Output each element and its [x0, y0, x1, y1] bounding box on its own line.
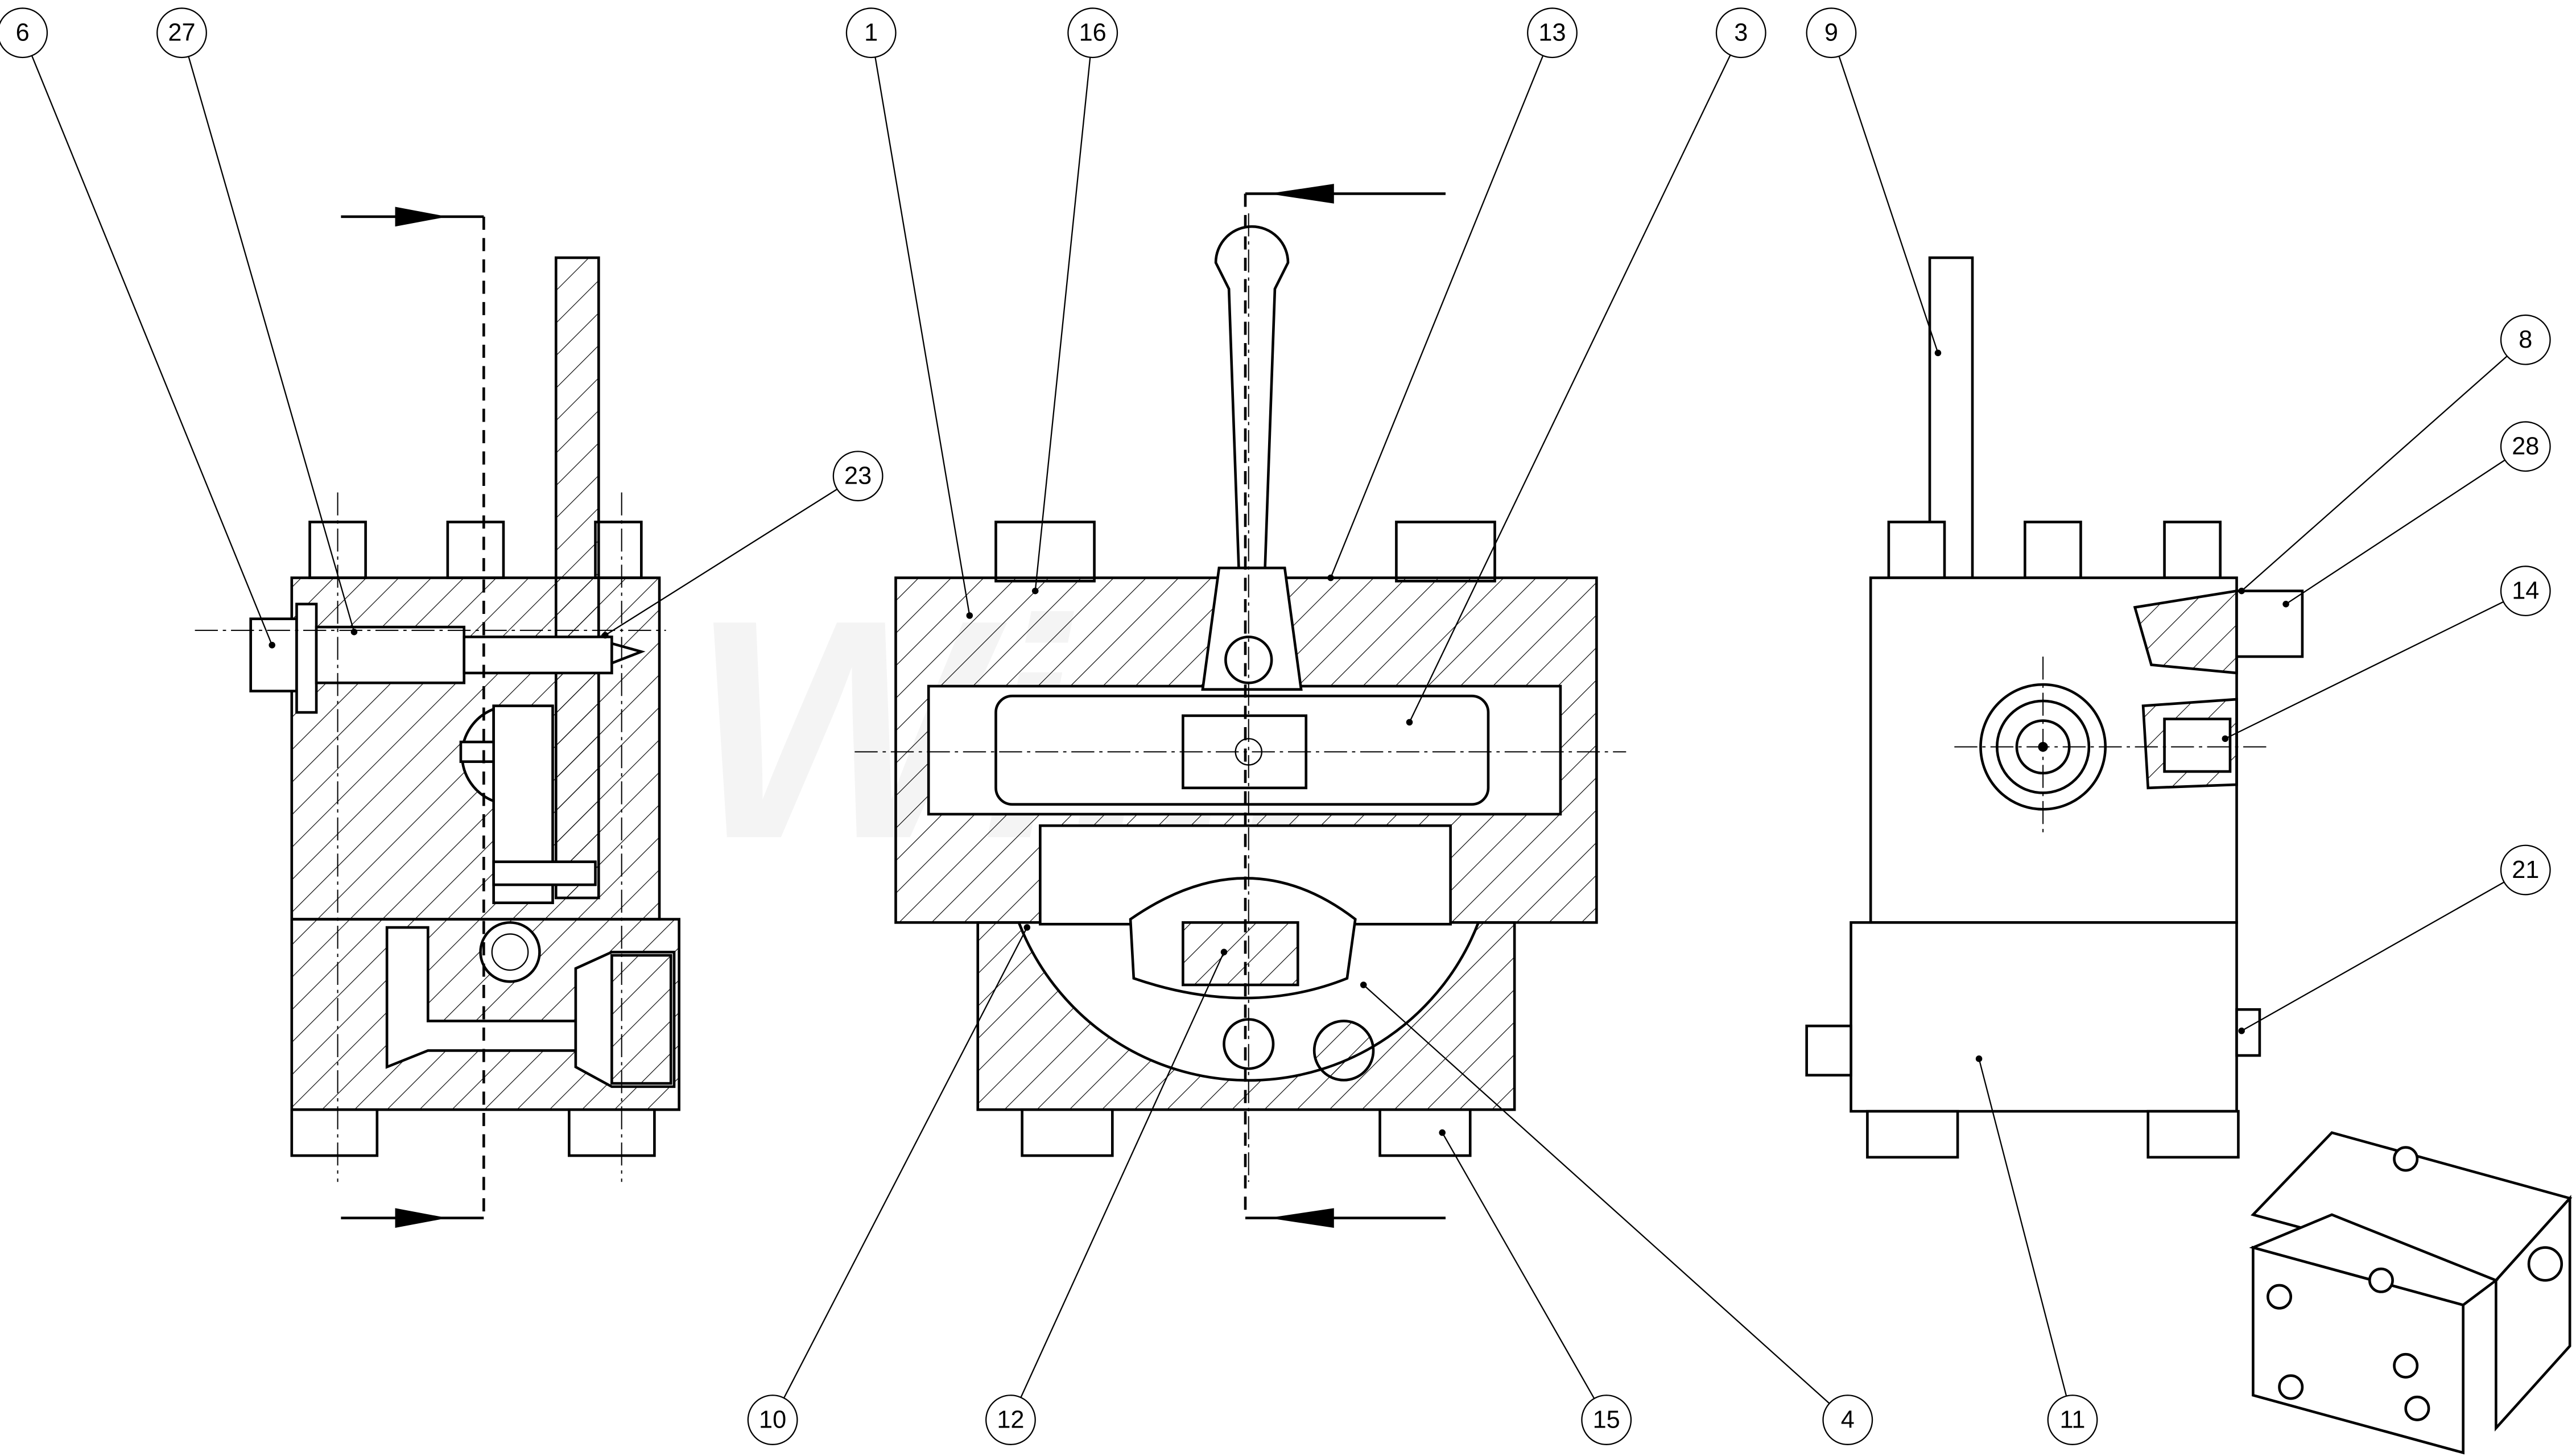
balloon-label: 28 — [2512, 433, 2539, 460]
balloon-label: 6 — [16, 19, 30, 47]
leader-line — [1838, 56, 1939, 353]
leader-line — [1330, 55, 1544, 578]
leader-dot — [2238, 1028, 2245, 1034]
balloon-6: 6 — [0, 7, 275, 649]
balloon-label: 16 — [1079, 19, 1107, 47]
balloon-label: 8 — [2519, 326, 2532, 353]
balloon-label: 15 — [1593, 1406, 1620, 1434]
balloon-circle — [0, 7, 48, 59]
leader-line — [2224, 601, 2504, 740]
leader-dot — [2238, 587, 2245, 595]
balloon-label: 21 — [2512, 856, 2539, 884]
balloon-12: 12 — [985, 948, 1228, 1445]
balloon-circle — [156, 7, 207, 59]
leader-line — [2285, 459, 2505, 605]
balloon-3: 3 — [1406, 7, 1766, 726]
balloon-label: 4 — [1841, 1406, 1855, 1434]
leader-dot — [1360, 981, 1367, 988]
balloon-label: 11 — [2060, 1406, 2086, 1434]
middle-section-view — [854, 184, 1626, 1228]
balloon-4: 4 — [1360, 981, 1873, 1445]
balloon-label: 9 — [1824, 19, 1838, 47]
balloon-27: 27 — [156, 7, 358, 636]
balloon-circle — [1822, 1395, 1873, 1445]
balloon-1: 1 — [845, 7, 973, 619]
balloon-label: 1 — [864, 19, 878, 47]
leader-dot — [1934, 349, 1942, 357]
balloon-21: 21 — [2238, 844, 2551, 1034]
leader-dot — [350, 628, 358, 636]
leader-dot — [2222, 735, 2229, 743]
balloon-circle — [1527, 7, 1578, 59]
balloon-circle — [2500, 844, 2551, 896]
left-section-view — [195, 207, 680, 1228]
leader-dot — [1406, 719, 1413, 726]
balloon-circle — [2500, 314, 2551, 365]
leader-dot — [602, 632, 609, 639]
balloon-circle — [2500, 421, 2551, 472]
leader-line — [1020, 951, 1225, 1398]
balloon-label: 27 — [168, 19, 195, 47]
balloon-label: 12 — [997, 1406, 1024, 1434]
right-side-view — [1805, 256, 2304, 1159]
balloon-23: 23 — [602, 451, 884, 639]
leader-dot — [966, 612, 973, 619]
balloon-circle — [1581, 1395, 1632, 1445]
leader-dot — [1023, 924, 1031, 931]
balloon-16: 16 — [1031, 7, 1118, 595]
balloon-label: 14 — [2512, 578, 2539, 605]
leader-line — [605, 488, 838, 636]
balloon-circle — [1715, 7, 1766, 59]
isometric-view — [2249, 1131, 2573, 1455]
balloon-28: 28 — [2282, 421, 2551, 608]
balloon-9: 9 — [1806, 7, 1942, 357]
balloon-13: 13 — [1327, 7, 1578, 581]
balloon-circle — [1067, 7, 1118, 59]
balloon-circle — [747, 1395, 798, 1445]
balloon-label: 13 — [1538, 19, 1566, 47]
balloon-10: 10 — [747, 924, 1031, 1445]
leader-line — [1442, 1132, 1595, 1399]
leader-dot — [2282, 600, 2289, 608]
leader-line — [1363, 984, 1830, 1404]
balloon-circle — [2047, 1395, 2098, 1445]
leader-line — [1409, 55, 1731, 723]
balloon-circle — [845, 7, 897, 59]
balloon-label: 3 — [1734, 19, 1748, 47]
balloon-14: 14 — [2222, 566, 2551, 743]
leader-dot — [1220, 948, 1228, 956]
balloon-circle — [832, 451, 884, 502]
balloon-label: 10 — [759, 1406, 786, 1434]
leader-line — [783, 927, 1028, 1399]
leader-dot — [1975, 1055, 1983, 1062]
leader-line — [1978, 1058, 2067, 1396]
leader-dot — [1327, 574, 1334, 581]
leader-dot — [1439, 1129, 1446, 1136]
balloon-circle — [2500, 566, 2551, 617]
leader-dot — [269, 642, 275, 649]
part-balloons: 6 27 1 16 13 3 9 8 28 14 23 21 10 12 15 4 11 — [0, 7, 2551, 1445]
leader-line — [2241, 881, 2505, 1032]
leader-line — [874, 57, 971, 616]
balloon-11: 11 — [1975, 1055, 2098, 1445]
balloon-label: 23 — [844, 463, 872, 490]
balloon-15: 15 — [1439, 1129, 1632, 1445]
balloon-circle — [1806, 7, 1857, 59]
leader-line — [188, 56, 355, 633]
leader-line — [31, 55, 273, 646]
leader-line — [2241, 356, 2508, 592]
balloon-circle — [985, 1395, 1036, 1445]
balloon-8: 8 — [2238, 314, 2551, 595]
leader-line — [1034, 57, 1091, 591]
leader-dot — [1031, 587, 1039, 595]
